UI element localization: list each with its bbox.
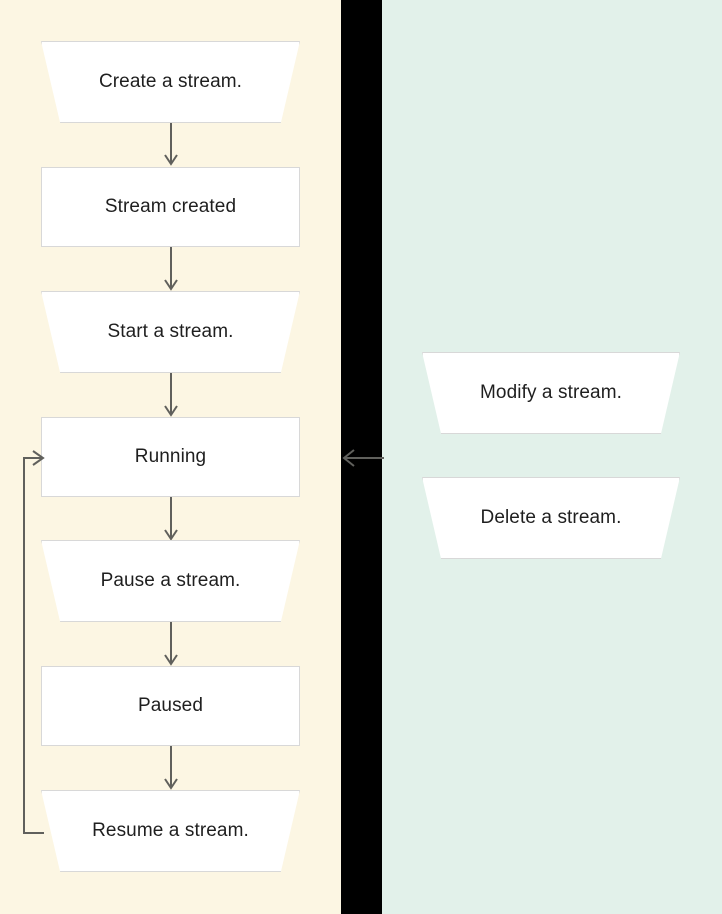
connector-running-to-pause	[164, 497, 178, 541]
node-delete-a-stream[interactable]: Delete a stream.	[422, 477, 680, 559]
node-modify-a-stream[interactable]: Modify a stream.	[422, 352, 680, 434]
node-label: Resume a stream.	[92, 819, 249, 841]
node-label: Paused	[137, 694, 204, 716]
node-create-a-stream[interactable]: Create a stream.	[41, 41, 300, 123]
node-running[interactable]: Running	[41, 417, 300, 497]
node-start-a-stream[interactable]: Start a stream.	[41, 291, 300, 373]
node-label: Delete a stream.	[480, 506, 622, 528]
node-stream-created[interactable]: Stream created	[41, 167, 300, 247]
connector-create-to-created	[164, 123, 178, 166]
node-resume-a-stream[interactable]: Resume a stream.	[41, 790, 300, 872]
node-label: Start a stream.	[107, 320, 234, 342]
connector-paused-to-resume	[164, 746, 178, 790]
node-label: Running	[134, 445, 207, 467]
node-label: Modify a stream.	[479, 381, 623, 403]
node-label: Create a stream.	[98, 70, 243, 92]
trapezoid-shape	[41, 790, 300, 872]
node-paused[interactable]: Paused	[41, 666, 300, 746]
connector-start-to-running	[164, 373, 178, 417]
node-pause-a-stream[interactable]: Pause a stream.	[41, 540, 300, 622]
connector-pause-to-paused	[164, 622, 178, 666]
connector-right-panel-to-running	[342, 449, 384, 467]
right-panel-background	[382, 0, 722, 914]
connector-created-to-start	[164, 247, 178, 291]
trapezoid-shape	[422, 352, 680, 434]
connector-resume-to-running-loop	[23, 450, 45, 834]
node-label: Stream created	[104, 195, 237, 217]
node-label: Pause a stream.	[100, 569, 241, 591]
trapezoid-shape	[41, 291, 300, 373]
